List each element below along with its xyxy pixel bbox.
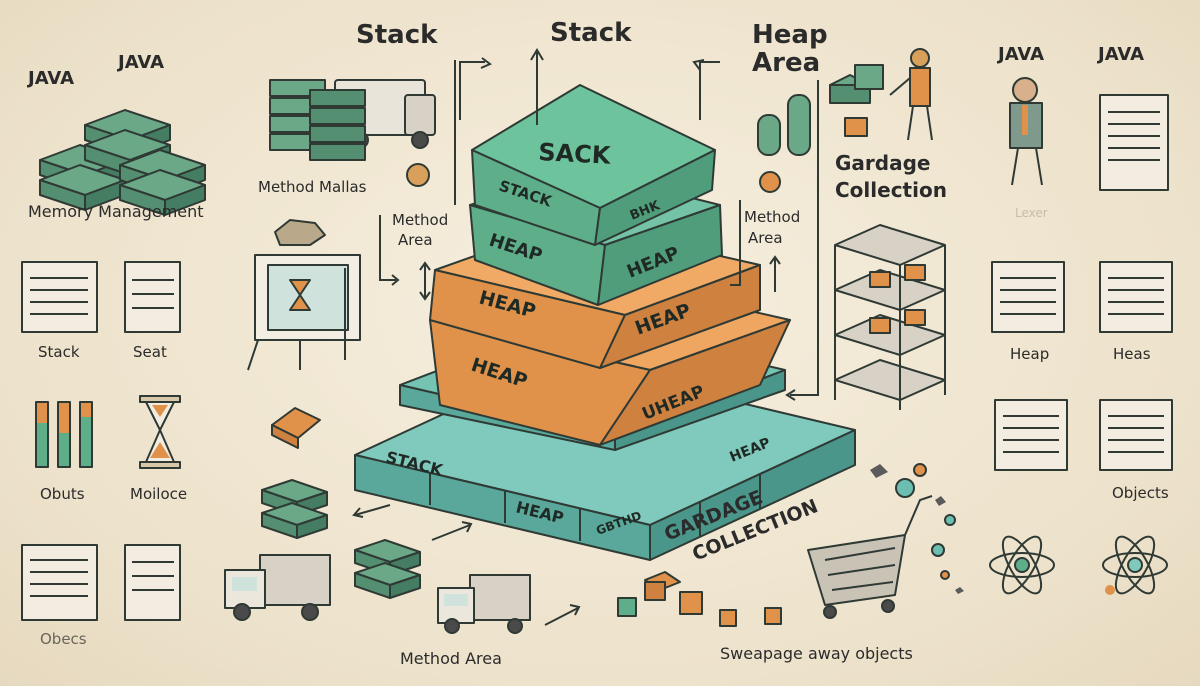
top-connectors <box>454 48 720 205</box>
list-card-left-4 <box>124 544 181 621</box>
java-label-right-1: JAVA <box>998 44 1045 65</box>
orange-box-icon <box>271 407 321 449</box>
garbage-cart-icon <box>807 495 933 619</box>
list-card-left-1 <box>21 261 98 333</box>
heap-label-right: Heap <box>1010 345 1050 363</box>
objects-label-right: Objects <box>1112 484 1169 502</box>
java-label-left-2: JAVA <box>118 52 165 73</box>
gardage-collection-line2: Collection <box>835 178 947 202</box>
java-label-right-2: JAVA <box>1098 44 1145 65</box>
obuts-label: Obuts <box>40 485 85 503</box>
scattered-objects <box>617 463 964 627</box>
hourglass-icon-left <box>139 395 181 469</box>
heap-area-objects <box>757 64 884 193</box>
heap-area-title-line2: Area <box>752 48 821 78</box>
atom-icon-right-2 <box>1102 535 1168 595</box>
method-area-left-line2: Area <box>398 231 433 249</box>
truck-bottom-center <box>437 574 581 634</box>
method-area-left-line1: Method <box>392 211 449 229</box>
layer-top: SACK STACK BHK <box>471 84 716 246</box>
bar-chart-icon-left <box>35 401 93 468</box>
shelf-rack <box>834 224 946 410</box>
list-card-right-1 <box>1099 94 1169 191</box>
moiloce-label: Moiloce <box>130 485 188 503</box>
list-card-right-5 <box>1099 399 1173 471</box>
memory-management-label: Memory Management <box>28 202 204 221</box>
list-card-right-2 <box>991 261 1065 333</box>
coin-icon <box>406 163 430 187</box>
rock-pile-icon <box>274 219 326 246</box>
atom-icon-right-1 <box>989 535 1055 595</box>
method-area-bottom-label: Method Area <box>400 649 502 668</box>
green-blocks-left <box>39 109 206 216</box>
list-card-left-3 <box>21 544 98 621</box>
person-right <box>1009 77 1043 186</box>
heap-area-title-line1: Heap <box>752 20 828 50</box>
method-mallas-label: Method Mallas <box>258 178 367 196</box>
list-card-right-4 <box>994 399 1068 471</box>
java-label-left-1: JAVA <box>28 68 75 89</box>
stack-header-1: Stack <box>356 20 438 50</box>
layer-top-label: SACK <box>538 138 613 170</box>
method-area-right-line2: Area <box>748 229 783 247</box>
heas-label-right: Heas <box>1113 345 1151 363</box>
gardage-collection-line1: Gardage <box>835 151 931 175</box>
monitor-hourglass-icon <box>247 254 361 371</box>
method-area-right-line1: Method <box>744 208 801 226</box>
lexer-faint-label: Lexer <box>1015 206 1048 220</box>
stack-header-2: Stack <box>550 18 632 48</box>
person-heap <box>889 48 933 141</box>
sweapage-label: Sweapage away objects <box>720 644 913 663</box>
method-area-arrows <box>379 80 819 401</box>
truck-bottom-left <box>224 554 331 621</box>
obecs-label: Obecs <box>40 630 87 648</box>
seat-label: Seat <box>133 343 167 361</box>
list-card-right-3 <box>1099 261 1173 333</box>
green-blocks-bottom-left <box>261 479 473 599</box>
stack-label-left: Stack <box>38 343 80 361</box>
blocks-truck-top <box>269 79 436 161</box>
list-card-left-2 <box>124 261 181 333</box>
